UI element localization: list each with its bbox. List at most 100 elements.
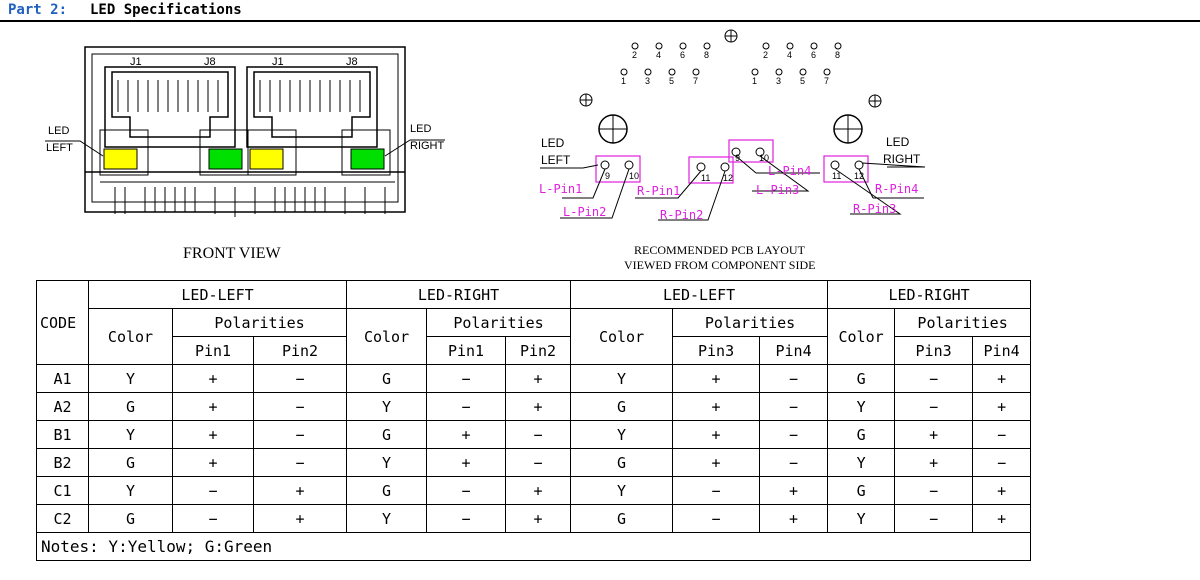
- pcb-caption-line1: RECOMMENDED PCB LAYOUT: [634, 243, 805, 257]
- table-cell: −: [252, 364, 348, 393]
- code-cell: C1: [36, 476, 89, 505]
- table-cell: G: [346, 364, 428, 393]
- table-cell: Y: [346, 448, 428, 477]
- table-cell: G: [570, 448, 674, 477]
- pcb-pin-8-right: 8: [835, 50, 840, 60]
- table-header-row-groups: CODE LED-LEFT LED-RIGHT LED-LEFT LED-RIG…: [36, 280, 1032, 365]
- group-header: LED-LEFT: [87, 280, 348, 309]
- pcb-right-pin34-box: [823, 155, 869, 183]
- pcb-label-r-pin1: R-Pin1: [637, 184, 680, 198]
- code-cell: A2: [36, 392, 89, 421]
- section-number: Part 2:: [8, 2, 68, 18]
- table-cell: −: [759, 420, 829, 449]
- pin-header: Pin4: [759, 336, 829, 365]
- pcb-left-pin12-box: [595, 155, 641, 183]
- pcb-pin-2-right: 2: [763, 50, 768, 60]
- table-cell: +: [172, 420, 254, 449]
- table-cell: +: [172, 364, 254, 393]
- section-header: Part 2: LED Specifications: [0, 0, 1200, 22]
- table-cell: G: [827, 420, 896, 449]
- pcb-led-left-label-line2: LEFT: [541, 153, 571, 167]
- pcb-pad-10-right: 10: [759, 153, 769, 163]
- code-cell: B1: [36, 420, 89, 449]
- table-cell: −: [672, 476, 761, 505]
- table-cell: −: [252, 448, 348, 477]
- table-cell: Y: [88, 364, 173, 393]
- pcb-pad-12-right: 12: [854, 171, 864, 181]
- table-cell: +: [894, 448, 974, 477]
- table-header-row-pins: Pin1 Pin2 Pin1 Pin2 Pin3 Pin4 Pin3 Pin4: [37, 336, 1032, 365]
- table-cell: −: [426, 392, 507, 421]
- pcb-label-l-pin4: L-Pin4: [768, 164, 811, 178]
- table-cell: +: [426, 420, 507, 449]
- pcb-label-r-pin4: R-Pin4: [875, 182, 918, 196]
- table-cell: Y: [570, 476, 674, 505]
- led-left-yellow-1: [103, 148, 138, 170]
- color-header: Color: [570, 308, 674, 365]
- table-cell: +: [759, 504, 829, 533]
- pcb-pin-5-left: 5: [669, 76, 674, 86]
- pcb-caption-line2: VIEWED FROM COMPONENT SIDE: [624, 258, 816, 272]
- table-cell: +: [172, 392, 254, 421]
- led-spec-table: CODE LED-LEFT LED-RIGHT LED-LEFT LED-RIG…: [35, 280, 1032, 561]
- pcb-pad-11-left: 11: [701, 173, 710, 183]
- pcb-pin-1-left: 1: [621, 76, 626, 86]
- group-header: LED-RIGHT: [346, 280, 572, 309]
- polarities-header: Polarities: [171, 308, 348, 337]
- table-cell: −: [972, 448, 1032, 477]
- pcb-right-pin12-box: [728, 139, 774, 163]
- front-led-right-label-line2: RIGHT: [410, 140, 445, 152]
- front-led-right-label-line1: LED: [410, 123, 431, 135]
- pcb-label-l-pin3: L-Pin3: [756, 183, 799, 197]
- group-header: LED-RIGHT: [827, 280, 1032, 309]
- table-header-row-sub: Color Polarities Color Polarities Color …: [37, 308, 1032, 365]
- table-cell: G: [570, 392, 674, 421]
- pcb-label-r-pin2: R-Pin2: [660, 208, 703, 222]
- table-cell: G: [827, 364, 896, 393]
- table-cell: +: [172, 448, 254, 477]
- table-cell: +: [672, 364, 761, 393]
- pin-header: Pin1: [426, 336, 507, 365]
- pin-header: Pin2: [505, 336, 572, 365]
- jack2-j8-label: J8: [346, 56, 358, 68]
- pcb-pin-2-left: 2: [632, 50, 637, 60]
- table-cell: G: [88, 392, 173, 421]
- table-cell: G: [88, 448, 173, 477]
- color-header: Color: [827, 308, 896, 365]
- table-cell: −: [894, 392, 974, 421]
- table-cell: Y: [827, 448, 896, 477]
- table-cell: −: [672, 504, 761, 533]
- front-led-left-label-line1: LED: [48, 125, 69, 137]
- jack-right: [246, 66, 378, 148]
- polarities-header: Polarities: [894, 308, 1032, 337]
- table-cell: Y: [827, 504, 896, 533]
- table-cell: Y: [346, 504, 428, 533]
- pcb-label-l-pin2: L-Pin2: [563, 205, 606, 219]
- code-cell: A1: [36, 364, 89, 393]
- pcb-pin-7-left: 7: [693, 76, 698, 86]
- pcb-led-left-label-line1: LED: [541, 136, 565, 150]
- table-cell: −: [759, 364, 829, 393]
- pcb-pad-11-right: 11: [832, 171, 841, 181]
- jack2-j1-label: J1: [272, 56, 284, 68]
- notes-row: Notes: Y:Yellow; G:Green: [35, 532, 1032, 561]
- table-cell: −: [972, 420, 1032, 449]
- code-cell: C2: [36, 504, 89, 533]
- table-cell: +: [252, 504, 348, 533]
- table-cell: −: [505, 448, 572, 477]
- pcb-pin-5-right: 5: [800, 76, 805, 86]
- jack1-j8-label: J8: [204, 56, 216, 68]
- table-cell: +: [972, 364, 1032, 393]
- table-cell: G: [346, 476, 428, 505]
- front-led-left-label-line2: LEFT: [46, 142, 73, 154]
- color-header: Color: [88, 308, 173, 365]
- table-cell: −: [426, 364, 507, 393]
- pcb-pin-4-right: 4: [787, 50, 792, 60]
- table-cell: −: [252, 420, 348, 449]
- pcb-label-r-pin3: R-Pin3: [853, 202, 896, 216]
- pcb-pad-9-left: 9: [605, 171, 610, 181]
- pin-header: Pin4: [972, 336, 1032, 365]
